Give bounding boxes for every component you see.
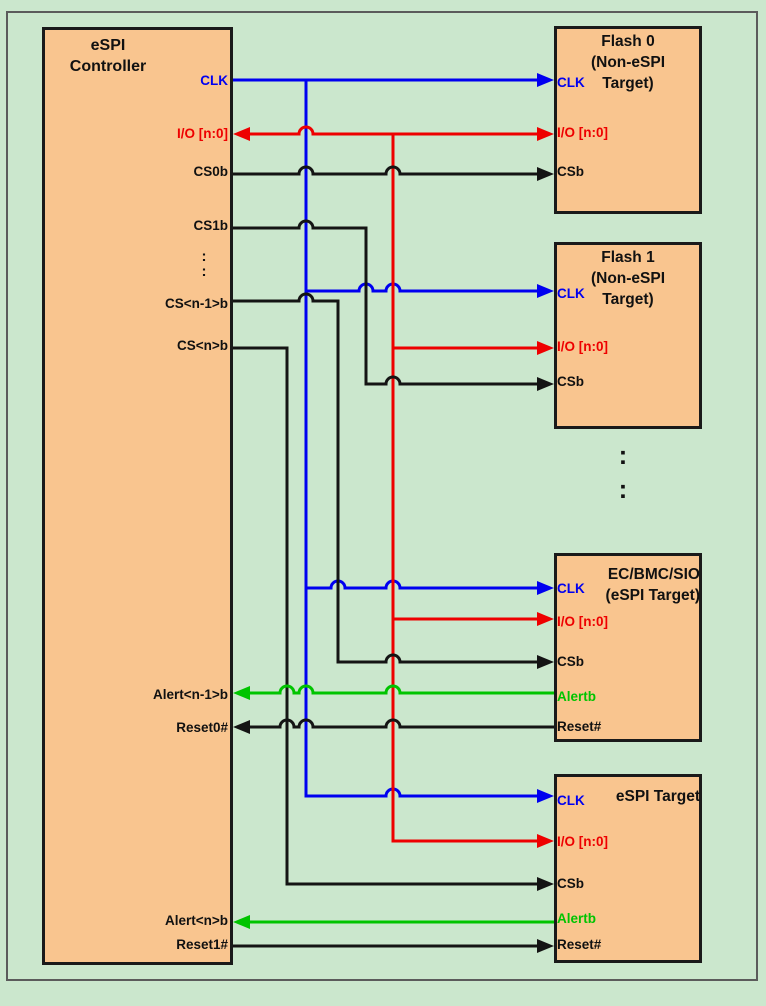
arrowhead-io-flash1	[537, 341, 554, 355]
flash0-title-line1: Flash 0	[601, 33, 655, 50]
ellipsis-colon: :	[618, 474, 628, 504]
ec-pin-io: I/O [n:0]	[557, 614, 608, 629]
flash1-pin-csb: CSb	[557, 374, 584, 389]
controller-pin-cs-n-b: CS<n>b	[176, 338, 228, 353]
flash1-title-line1: Flash 1	[601, 249, 655, 266]
controller-pin-cs1b: CS1b	[193, 218, 228, 233]
flash1-box	[554, 242, 702, 429]
arrowhead-clk-espi-target	[537, 789, 554, 803]
flash1-pin-io: I/O [n:0]	[557, 339, 608, 354]
arrowhead-alert-n-minus-1-controller	[233, 686, 250, 700]
espi-controller-box	[42, 27, 233, 965]
controller-title-line2: Controller	[69, 58, 147, 75]
controller-title-line1: eSPI	[90, 37, 126, 54]
ec-bmc-sio-title: EC/BMC/SIO (eSPI Target)	[554, 564, 700, 606]
espi-target-pin-clk: CLK	[557, 793, 585, 808]
flash1-pin-clk: CLK	[557, 286, 585, 301]
wire-cs-n-b	[233, 346, 538, 886]
wire-clk-ec	[306, 579, 538, 590]
controller-pin-alert-n-minus-1-b: Alert<n-1>b	[152, 687, 228, 702]
flash1-title: Flash 1 (Non-eSPI Target)	[554, 247, 702, 310]
flash0-title: Flash 0 (Non-eSPI Target)	[554, 31, 702, 94]
wire-clk-flash1	[306, 282, 538, 293]
flash0-pin-csb: CSb	[557, 164, 584, 179]
controller-pin-io: I/O [n:0]	[177, 126, 228, 141]
flash0-pin-clk: CLK	[557, 75, 585, 90]
arrowhead-alert-n-controller	[233, 915, 250, 929]
espi-target-title: eSPI Target	[554, 786, 700, 807]
flash0-box	[554, 26, 702, 214]
arrowhead-io-ec	[537, 612, 554, 626]
arrowhead-io-controller	[233, 127, 250, 141]
ec-title-line1: EC/BMC/SIO	[607, 566, 700, 583]
espi-target-pin-io: I/O [n:0]	[557, 834, 608, 849]
ec-pin-clk: CLK	[557, 581, 585, 596]
wire-cs0b	[233, 165, 538, 176]
controller-pin-reset0: Reset0#	[176, 720, 228, 735]
wire-cs-n-minus-1-b	[233, 292, 538, 664]
wire-reset0	[247, 718, 554, 729]
espi-target-pin-reset: Reset#	[557, 937, 602, 952]
arrowhead-io-flash0	[537, 127, 554, 141]
ec-pin-csb: CSb	[557, 654, 584, 669]
espi-target-box	[554, 774, 702, 963]
controller-pin-alert-n-b: Alert<n>b	[164, 913, 228, 928]
wire-io-trunk-espi-target	[391, 134, 538, 843]
espi-target-pin-alertb: Alertb	[557, 911, 597, 926]
wire-io-flash0	[247, 125, 538, 136]
ellipsis-colon: :	[201, 263, 207, 280]
flash0-pin-io: I/O [n:0]	[557, 125, 608, 140]
controller-pin-reset1: Reset1#	[176, 937, 228, 952]
controller-pin-cs-n-minus-1-b: CS<n-1>b	[164, 296, 228, 311]
controller-title: eSPI Controller	[42, 35, 174, 77]
ec-pin-reset: Reset#	[557, 719, 602, 734]
wire-cs1b	[233, 219, 538, 386]
flash1-title-line2: (Non-eSPI	[590, 270, 666, 287]
controller-vertical-ellipsis: : :	[190, 249, 218, 279]
flash0-title-line3: Target)	[602, 75, 654, 92]
arrowhead-clk-flash1	[537, 284, 554, 298]
arrowhead-io-espi-target	[537, 834, 554, 848]
diagram-frame	[6, 11, 758, 981]
arrowhead-cs-espi-target	[537, 877, 554, 891]
controller-pin-cs0b: CS0b	[193, 164, 228, 179]
espi-target-title-line1: eSPI Target	[615, 788, 700, 805]
arrowhead-cs-flash1	[537, 377, 554, 391]
arrowhead-cs-flash0	[537, 167, 554, 181]
wire-clk-trunk-espi-target	[304, 80, 538, 798]
wire-alert-n-minus-1-b	[247, 684, 554, 695]
ec-pin-alertb: Alertb	[557, 689, 597, 704]
arrowhead-reset0-controller	[233, 720, 250, 734]
flash0-title-line2: (Non-eSPI	[590, 54, 666, 71]
ec-title-line2: (eSPI Target)	[605, 587, 700, 604]
ec-bmc-sio-box	[554, 553, 702, 742]
flash1-title-line3: Target)	[602, 291, 654, 308]
arrowhead-reset1-espi-target	[537, 939, 554, 953]
arrowhead-cs-ec	[537, 655, 554, 669]
espi-target-pin-csb: CSb	[557, 876, 584, 891]
arrowhead-clk-ec	[537, 581, 554, 595]
controller-pin-clk: CLK	[200, 73, 228, 88]
ellipsis-colon: :	[201, 248, 207, 265]
gap-vertical-ellipsis: : :	[604, 438, 642, 506]
ellipsis-colon: :	[618, 440, 628, 470]
arrowhead-clk-flash0	[537, 73, 554, 87]
